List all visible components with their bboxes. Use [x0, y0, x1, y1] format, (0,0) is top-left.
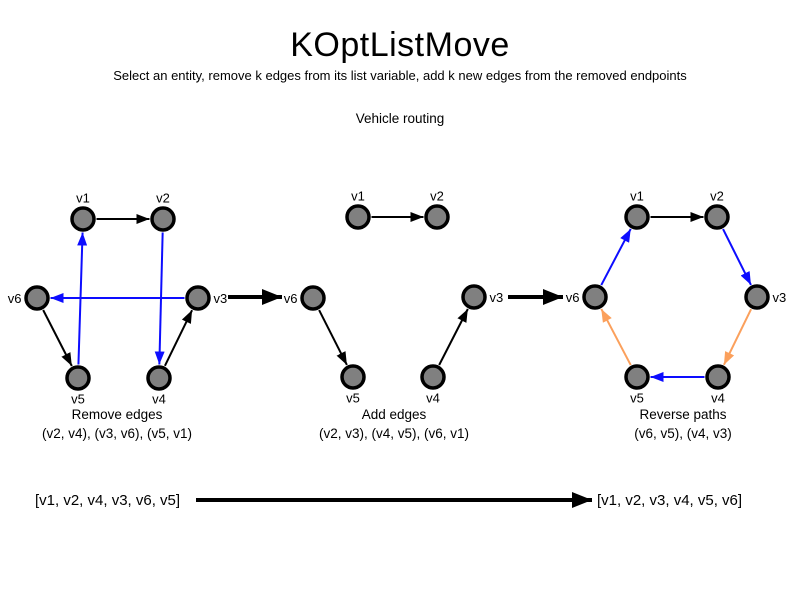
remove-edges-graph-node-v3: [185, 285, 211, 311]
page-title: KOptListMove: [290, 26, 510, 64]
reverse-paths-graph-node-v6: [582, 284, 608, 310]
reverse-paths-graph-node-v5: [624, 364, 650, 390]
reverse-paths-graph-node-label-v5: v5: [630, 391, 644, 406]
reverse-paths-graph-node-v3: [744, 284, 770, 310]
add-edges-graph-node-label-v3: v3: [490, 290, 504, 305]
remove-edges-graph-node-label-v5: v5: [71, 392, 85, 407]
remove-edges-graph-node-label-v1: v1: [76, 191, 90, 206]
reverse-paths-caption: Reverse paths (v6, v5), (v4, v3): [634, 405, 732, 443]
add-edges-graph-node-label-v1: v1: [351, 189, 365, 204]
reverse-paths-graph-node-label-v3: v3: [773, 290, 787, 305]
edge-v6-to-v1: [600, 228, 632, 286]
reverse-paths-graph-node-label-v2: v2: [710, 189, 724, 204]
reverse-paths-graph: v1 v2 v6 v3 v5 v4: [566, 189, 786, 406]
remove-edges-graph-node-label-v2: v2: [156, 191, 170, 206]
add-edges-graph-node-v1: [345, 204, 371, 230]
add-edges-caption-title: Add edges: [361, 407, 427, 422]
remove-edges-graph: v1 v2 v6 v3 v5 v4: [8, 191, 227, 407]
remove-edges-caption: Remove edges (v2, v4), (v3, v6), (v5, v1…: [42, 405, 192, 443]
reverse-paths-graph-node-label-v6: v6: [566, 290, 580, 305]
reverse-paths-graph-node-label-v4: v4: [711, 391, 725, 406]
remove-edges-caption-detail: (v2, v4), (v3, v6), (v5, v1): [41, 426, 193, 441]
add-edges-graph-node-v4: [420, 364, 446, 390]
add-edges-graph-node-v3: [461, 284, 487, 310]
remove-edges-graph-node-label-v4: v4: [152, 392, 166, 407]
reverse-paths-graph-node-label-v1: v1: [630, 189, 644, 204]
reverse-paths-graph-node-v1: [624, 204, 650, 230]
edge-v2-to-v3: [722, 228, 752, 286]
remove-edges-graph-node-label-v3: v3: [214, 291, 228, 306]
remove-edges-graph-node-v1: [70, 206, 96, 232]
edge-v4-to-v3: [164, 309, 193, 367]
add-edges-graph-node-label-v4: v4: [426, 391, 440, 406]
add-edges-graph: v1 v2 v6 v3 v5 v4: [284, 189, 503, 406]
edge-v4-to-v3: [438, 308, 469, 366]
add-edges-graph-node-label-v2: v2: [430, 189, 444, 204]
add-edges-graph-node-v6: [300, 285, 326, 311]
remove-edges-graph-node-v4: [146, 365, 172, 391]
reverse-paths-graph-node-v2: [704, 204, 730, 230]
add-edges-graph-node-v5: [340, 364, 366, 390]
edge-v5-to-v6: [600, 308, 632, 366]
edge-v5-to-v1: [77, 232, 88, 365]
add-edges-graph-node-label-v5: v5: [346, 391, 360, 406]
before-list: [v1, v2, v4, v3, v6, v5]: [35, 492, 181, 509]
reverse-paths-graph-node-v4: [705, 364, 731, 390]
add-edges-graph-node-label-v6: v6: [284, 291, 298, 306]
add-edges-caption-detail: (v2, v3), (v4, v5), (v6, v1): [318, 426, 470, 441]
after-list: [v1, v2, v3, v4, v5, v6]: [597, 492, 743, 509]
remove-edges-graph-node-label-v6: v6: [8, 291, 22, 306]
scenario-label: Vehicle routing: [355, 111, 445, 126]
remove-edges-graph-node-v2: [150, 206, 176, 232]
add-edges-caption: Add edges (v2, v3), (v4, v5), (v6, v1): [319, 405, 469, 443]
edge-v3-to-v4: [723, 308, 752, 366]
edge-v6-to-v5: [42, 309, 73, 367]
remove-edges-caption-title: Remove edges: [71, 407, 163, 422]
reverse-paths-caption-detail: (v6, v5), (v4, v3): [634, 426, 732, 441]
reverse-paths-caption-title: Reverse paths: [639, 407, 727, 422]
add-edges-graph-node-v2: [424, 204, 450, 230]
page-subtitle: Select an entity, remove k edges from it…: [113, 68, 687, 83]
remove-edges-graph-node-v5: [65, 365, 91, 391]
edge-v6-to-v5: [318, 309, 348, 366]
remove-edges-graph-node-v6: [24, 285, 50, 311]
